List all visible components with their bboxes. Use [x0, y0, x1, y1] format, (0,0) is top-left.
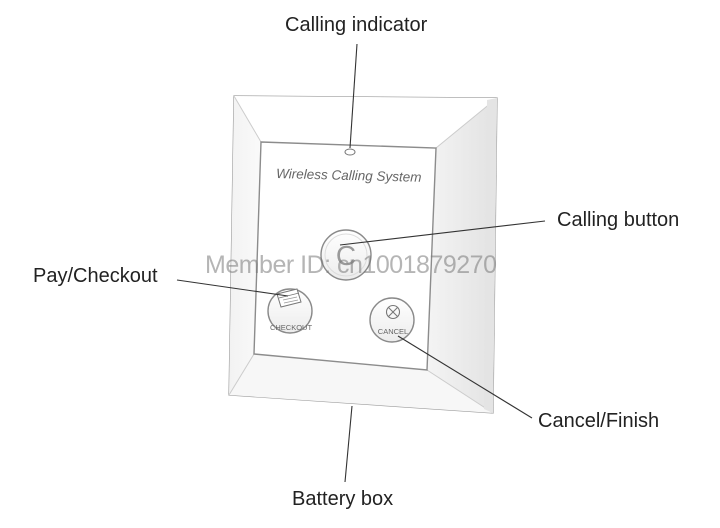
- label-calling-indicator: Calling indicator: [285, 14, 428, 36]
- checkout-button[interactable]: CHECKOUT: [267, 288, 313, 334]
- label-cancel-finish: Cancel/Finish: [538, 410, 660, 432]
- checkout-label: CHECKOUT: [270, 323, 313, 332]
- indicator-led: [344, 148, 356, 156]
- leader-lines: [176, 43, 546, 483]
- leader-cancel-finish: [397, 335, 533, 419]
- brand-text: Wireless Calling System: [276, 166, 422, 185]
- cancel-button[interactable]: CANCEL: [369, 297, 415, 343]
- label-battery-box: Battery box: [292, 488, 394, 510]
- label-pay-checkout: Pay/Checkout: [33, 265, 158, 287]
- cancel-label: CANCEL: [378, 327, 408, 336]
- card-payment-icon: [276, 288, 302, 308]
- leader-battery-box: [344, 405, 353, 483]
- leader-calling-indicator: [349, 43, 358, 149]
- watermark: Member ID: cn1001879270: [205, 251, 497, 279]
- leader-calling-button: [339, 220, 546, 246]
- call-button-glyph: C: [336, 240, 356, 271]
- leader-pay-checkout: [176, 279, 289, 297]
- label-calling-button: Calling button: [557, 209, 680, 231]
- cancel-x-icon: [385, 304, 401, 320]
